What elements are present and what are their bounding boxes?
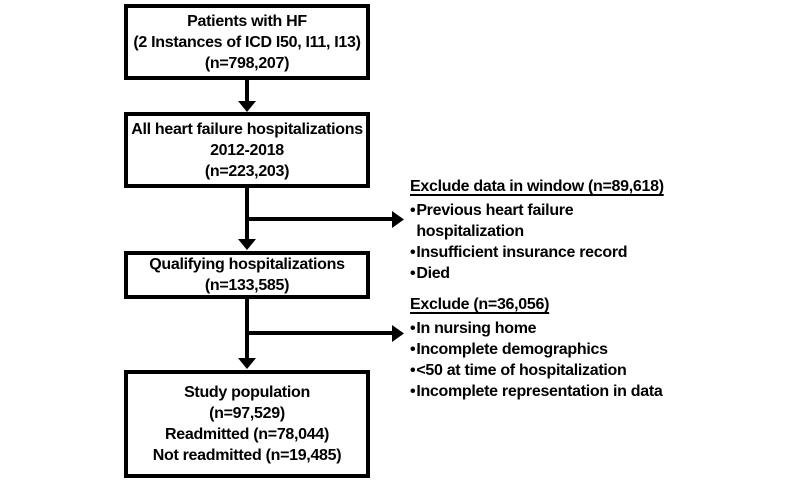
exclusion-block-general: Exclude (n=36,056) In nursing home Incom…: [410, 294, 710, 402]
exclusion-item-text: Incomplete representation in data: [416, 383, 663, 400]
exclusion-item: Previous heart failure hospitalization: [410, 200, 710, 242]
arrowhead-down-2: [238, 239, 256, 250]
box-line: Patients with HF: [187, 12, 307, 30]
exclusion-item: Incomplete representation in data: [410, 381, 710, 402]
exclusion-heading: Exclude data in window (n=89,618): [410, 178, 664, 195]
arrowhead-right-1: [392, 211, 404, 228]
box-line: All heart failure hospitalizations: [131, 120, 363, 138]
exclusion-item: Died: [410, 263, 710, 284]
box-all-hf-hospitalizations: All heart failure hospitalizations 2012-…: [124, 112, 370, 188]
box-line: Study population: [184, 384, 310, 401]
exclusion-item-text: <50 at time of hospitalization: [416, 362, 627, 379]
box-line: (n=798,207): [204, 54, 290, 72]
exclusion-item-text: Insufficient insurance record: [416, 244, 628, 261]
box-line: 2012-2018: [210, 141, 284, 159]
arrowhead-right-2: [392, 325, 404, 342]
box-patients-with-hf: Patients with HF (2 Instances of ICD I50…: [124, 4, 370, 80]
exclusion-item: <50 at time of hospitalization: [410, 360, 710, 381]
exclusion-item-text: Died: [416, 265, 450, 282]
exclusion-item: Insufficient insurance record: [410, 242, 710, 263]
box-line: (n=97,529): [209, 405, 285, 422]
box-line: Readmitted (n=78,044): [165, 426, 329, 443]
arrowhead-down-1: [238, 101, 256, 112]
exclusion-block-data-in-window: Exclude data in window (n=89,618) Previo…: [410, 176, 710, 284]
box-line: (n=133,585): [204, 277, 290, 294]
box-line: (2 Instances of ICD I50, I11, I13): [133, 33, 361, 51]
box-line: (n=223,203): [204, 162, 290, 180]
exclusion-item-text: Incomplete demographics: [416, 341, 608, 358]
exclusion-item: In nursing home: [410, 318, 710, 339]
box-line: Qualifying hospitalizations: [149, 256, 345, 273]
exclusion-item: Incomplete demographics: [410, 339, 710, 360]
exclusion-heading: Exclude (n=36,056): [410, 296, 550, 313]
box-qualifying-hospitalizations: Qualifying hospitalizations (n=133,585): [124, 251, 370, 299]
exclusion-item-text: In nursing home: [416, 320, 537, 337]
arrowhead-down-3: [238, 358, 256, 369]
box-study-population: Study population (n=97,529) Readmitted (…: [124, 370, 370, 478]
exclusion-item-text: Previous heart failure hospitalization: [416, 202, 574, 240]
box-line: Not readmitted (n=19,485): [152, 447, 342, 464]
